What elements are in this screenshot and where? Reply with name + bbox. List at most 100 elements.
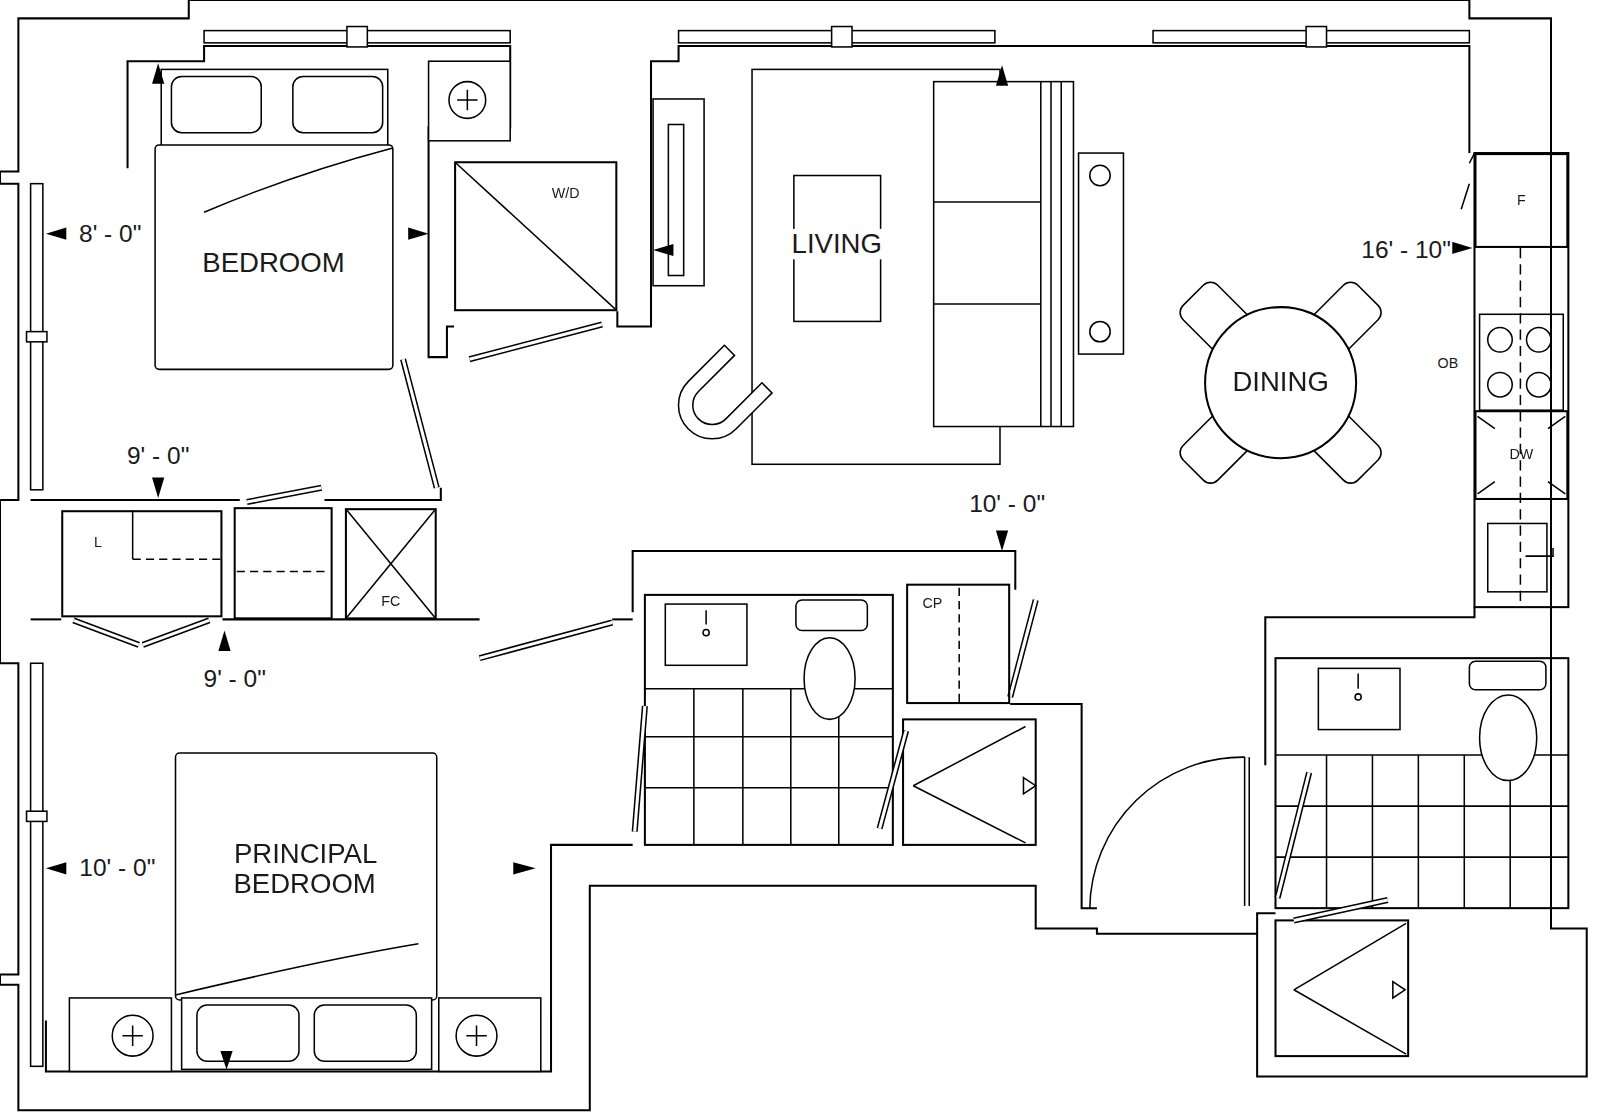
dimension: 10' - 0" xyxy=(78,855,156,882)
dimension: 9' - 0" xyxy=(202,665,266,692)
dimension-arrow xyxy=(152,63,164,83)
furniture xyxy=(429,61,511,141)
bathroom xyxy=(645,736,893,738)
door xyxy=(247,488,321,502)
bathroom xyxy=(1418,755,1420,908)
furniture xyxy=(182,998,432,1069)
kitchen-counter xyxy=(1488,372,1512,396)
wall xyxy=(324,488,440,500)
closet-fixture xyxy=(237,571,330,573)
kitchen-counter xyxy=(1488,328,1512,352)
bathroom xyxy=(645,787,893,789)
door xyxy=(143,620,209,644)
furniture xyxy=(1090,321,1110,341)
furniture xyxy=(1040,82,1042,427)
bathroom xyxy=(1294,923,1406,989)
bathroom xyxy=(742,689,744,845)
closet-fixture xyxy=(132,510,134,559)
room-name: PRINCIPAL BEDROOM xyxy=(233,838,377,899)
dimension-arrow xyxy=(513,862,535,874)
closet-fixture xyxy=(958,588,960,702)
door xyxy=(1278,772,1310,898)
dining-table: DINING xyxy=(1204,306,1357,459)
wall xyxy=(1265,607,1474,765)
bathroom xyxy=(1276,920,1409,1056)
node-label: F xyxy=(1517,193,1526,209)
door xyxy=(469,324,602,359)
dimension: 8' - 0" xyxy=(78,220,142,247)
kitchen-counter xyxy=(1488,523,1547,591)
kitchen-counter xyxy=(1478,482,1495,494)
furniture xyxy=(69,61,1385,1071)
furniture xyxy=(1050,82,1052,427)
wall xyxy=(31,499,240,501)
kitchen-counter xyxy=(1478,416,1495,428)
dimension: 9' - 0" xyxy=(126,442,190,470)
bathroom xyxy=(804,638,855,720)
bathroom xyxy=(790,689,792,845)
door xyxy=(480,622,613,658)
furniture xyxy=(132,1026,134,1046)
bathroom xyxy=(1393,982,1405,998)
bathroom xyxy=(1294,990,1406,1054)
node-label: W/D xyxy=(552,186,580,202)
appliance-box: DW xyxy=(1474,410,1568,500)
dimension-arrow xyxy=(46,63,1473,1069)
furniture xyxy=(204,148,393,212)
dimension: 9' - 0" xyxy=(202,664,266,692)
kitchen-counter xyxy=(1527,372,1551,396)
closet-fixture xyxy=(347,510,435,617)
furniture xyxy=(171,77,261,133)
node-label: DINING xyxy=(1232,368,1328,398)
bathroom xyxy=(645,595,893,845)
furniture xyxy=(665,345,773,453)
closet-box: CP xyxy=(906,584,1010,704)
bathroom xyxy=(645,595,1568,1056)
bathroom xyxy=(645,688,893,690)
door xyxy=(469,324,602,359)
dimension-arrow xyxy=(218,631,230,651)
kitchen-counter xyxy=(1520,248,1522,607)
bathroom xyxy=(1355,694,1361,700)
furniture xyxy=(1079,153,1124,354)
dimension-arrow xyxy=(653,244,673,256)
furniture xyxy=(934,201,1041,203)
door xyxy=(1294,900,1388,920)
furniture xyxy=(176,944,419,995)
wall xyxy=(612,618,632,620)
furniture xyxy=(467,90,469,110)
furniture xyxy=(934,303,1041,305)
bathroom xyxy=(1480,695,1537,781)
window xyxy=(27,27,1470,1067)
dimension: 10' - 0" xyxy=(968,490,1046,518)
door xyxy=(480,622,613,658)
door xyxy=(143,620,209,644)
room-name: PRINCIPAL BEDROOM xyxy=(223,839,386,900)
bathroom xyxy=(1469,661,1546,690)
bathroom xyxy=(1326,755,1328,908)
dimension-arrow xyxy=(152,478,164,498)
node-label: DW xyxy=(1510,447,1534,463)
door xyxy=(247,488,321,502)
furniture xyxy=(653,99,704,286)
node-label: L xyxy=(94,535,102,551)
appliance-label: OB xyxy=(1437,354,1460,372)
wall xyxy=(1257,913,1275,933)
dimension: 16' - 10" xyxy=(1360,236,1452,264)
dimension-arrow xyxy=(46,228,66,240)
window xyxy=(1306,27,1326,47)
furniture xyxy=(1090,165,1110,185)
closet-fixture xyxy=(456,163,615,309)
furniture xyxy=(155,145,393,369)
furniture xyxy=(314,1005,416,1061)
furniture xyxy=(293,77,383,133)
dimension-arrow xyxy=(996,65,1008,85)
door xyxy=(1010,600,1036,697)
kitchen-counter xyxy=(1548,482,1565,494)
furniture xyxy=(439,998,541,1071)
dimension: 9' - 0" xyxy=(126,443,190,470)
closet-box: L xyxy=(61,510,222,617)
